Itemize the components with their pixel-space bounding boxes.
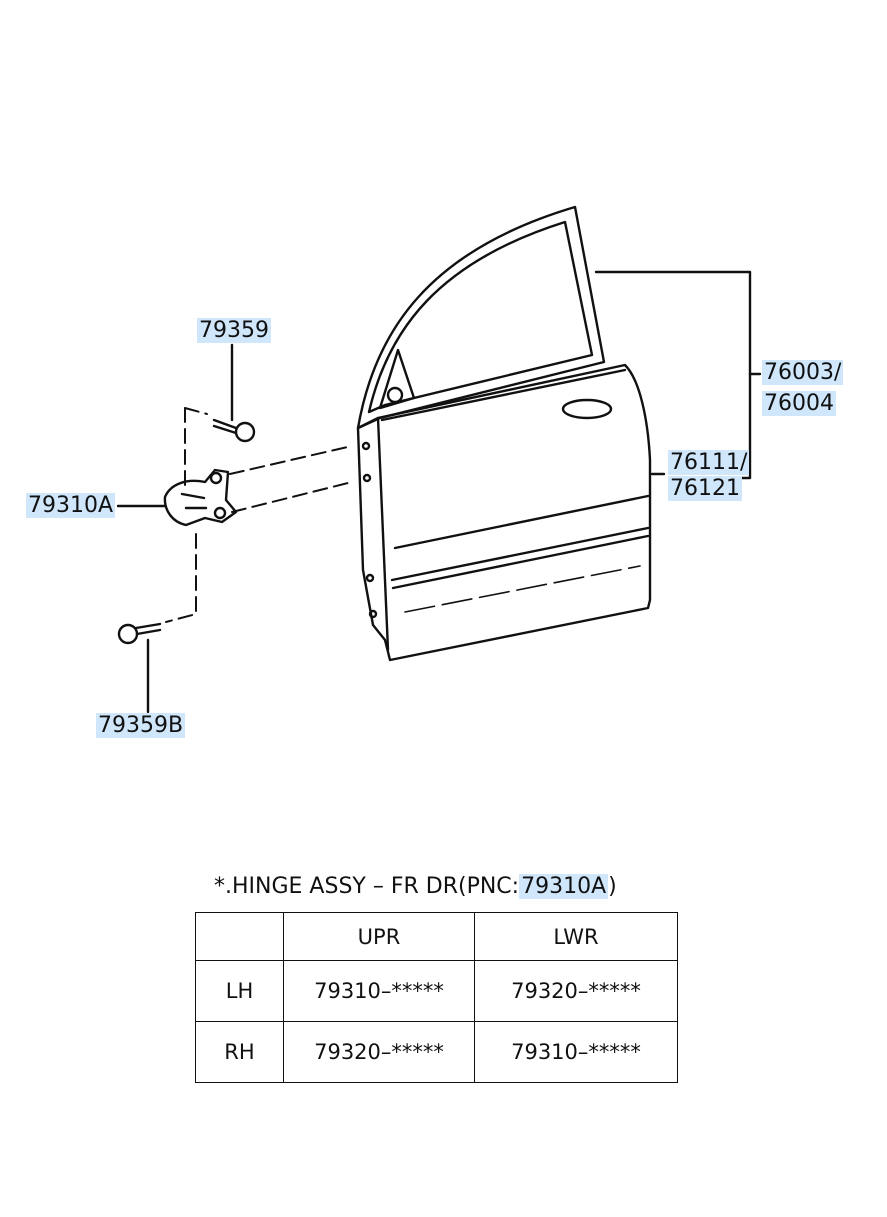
table-cell: LH <box>195 960 284 1022</box>
callout-76004: 76004 <box>762 391 836 416</box>
table-header-cell: LWR <box>474 912 678 961</box>
lower-bolt <box>134 622 162 636</box>
callout-79359b: 79359B <box>96 713 186 738</box>
table-header-cell: UPR <box>283 912 475 961</box>
hinge-part-table: UPR LWR LH 79310–***** 79320–***** RH 79… <box>195 912 678 1083</box>
hinge-table-caption: *.HINGE ASSY – FR DR(PNC:79310A) <box>214 871 617 903</box>
table-cell: 79310–***** <box>283 960 475 1022</box>
door-window-frame <box>356 205 606 430</box>
callout-79359: 79359 <box>197 318 271 343</box>
table-cell: 79310–***** <box>474 1021 678 1083</box>
door-hinge-part <box>163 468 238 527</box>
table-header-cell <box>195 912 284 961</box>
table-header-row: UPR LWR <box>195 912 678 961</box>
callout-76003: 76003/ <box>762 360 844 385</box>
door-quarter-glass <box>378 348 416 410</box>
table-cell: 79320–***** <box>283 1021 475 1083</box>
door-handle-recess <box>561 398 613 420</box>
upper-bolt <box>212 418 238 435</box>
caption-pnc: 79310A <box>519 874 609 899</box>
table-row: LH 79310–***** 79320–***** <box>195 960 678 1022</box>
caption-prefix: *.HINGE ASSY – FR DR(PNC: <box>214 874 520 899</box>
table-row: RH 79320–***** 79310–***** <box>195 1021 678 1083</box>
caption-suffix: ) <box>608 874 617 899</box>
callout-76111: 76111/ <box>668 450 750 475</box>
callout-79310a: 79310A <box>26 493 116 518</box>
door-outer-panel <box>356 363 652 662</box>
door-window-opening <box>367 220 594 414</box>
table-cell: 79320–***** <box>474 960 678 1022</box>
table-cell: RH <box>195 1021 284 1083</box>
callout-76121: 76121 <box>668 476 742 501</box>
